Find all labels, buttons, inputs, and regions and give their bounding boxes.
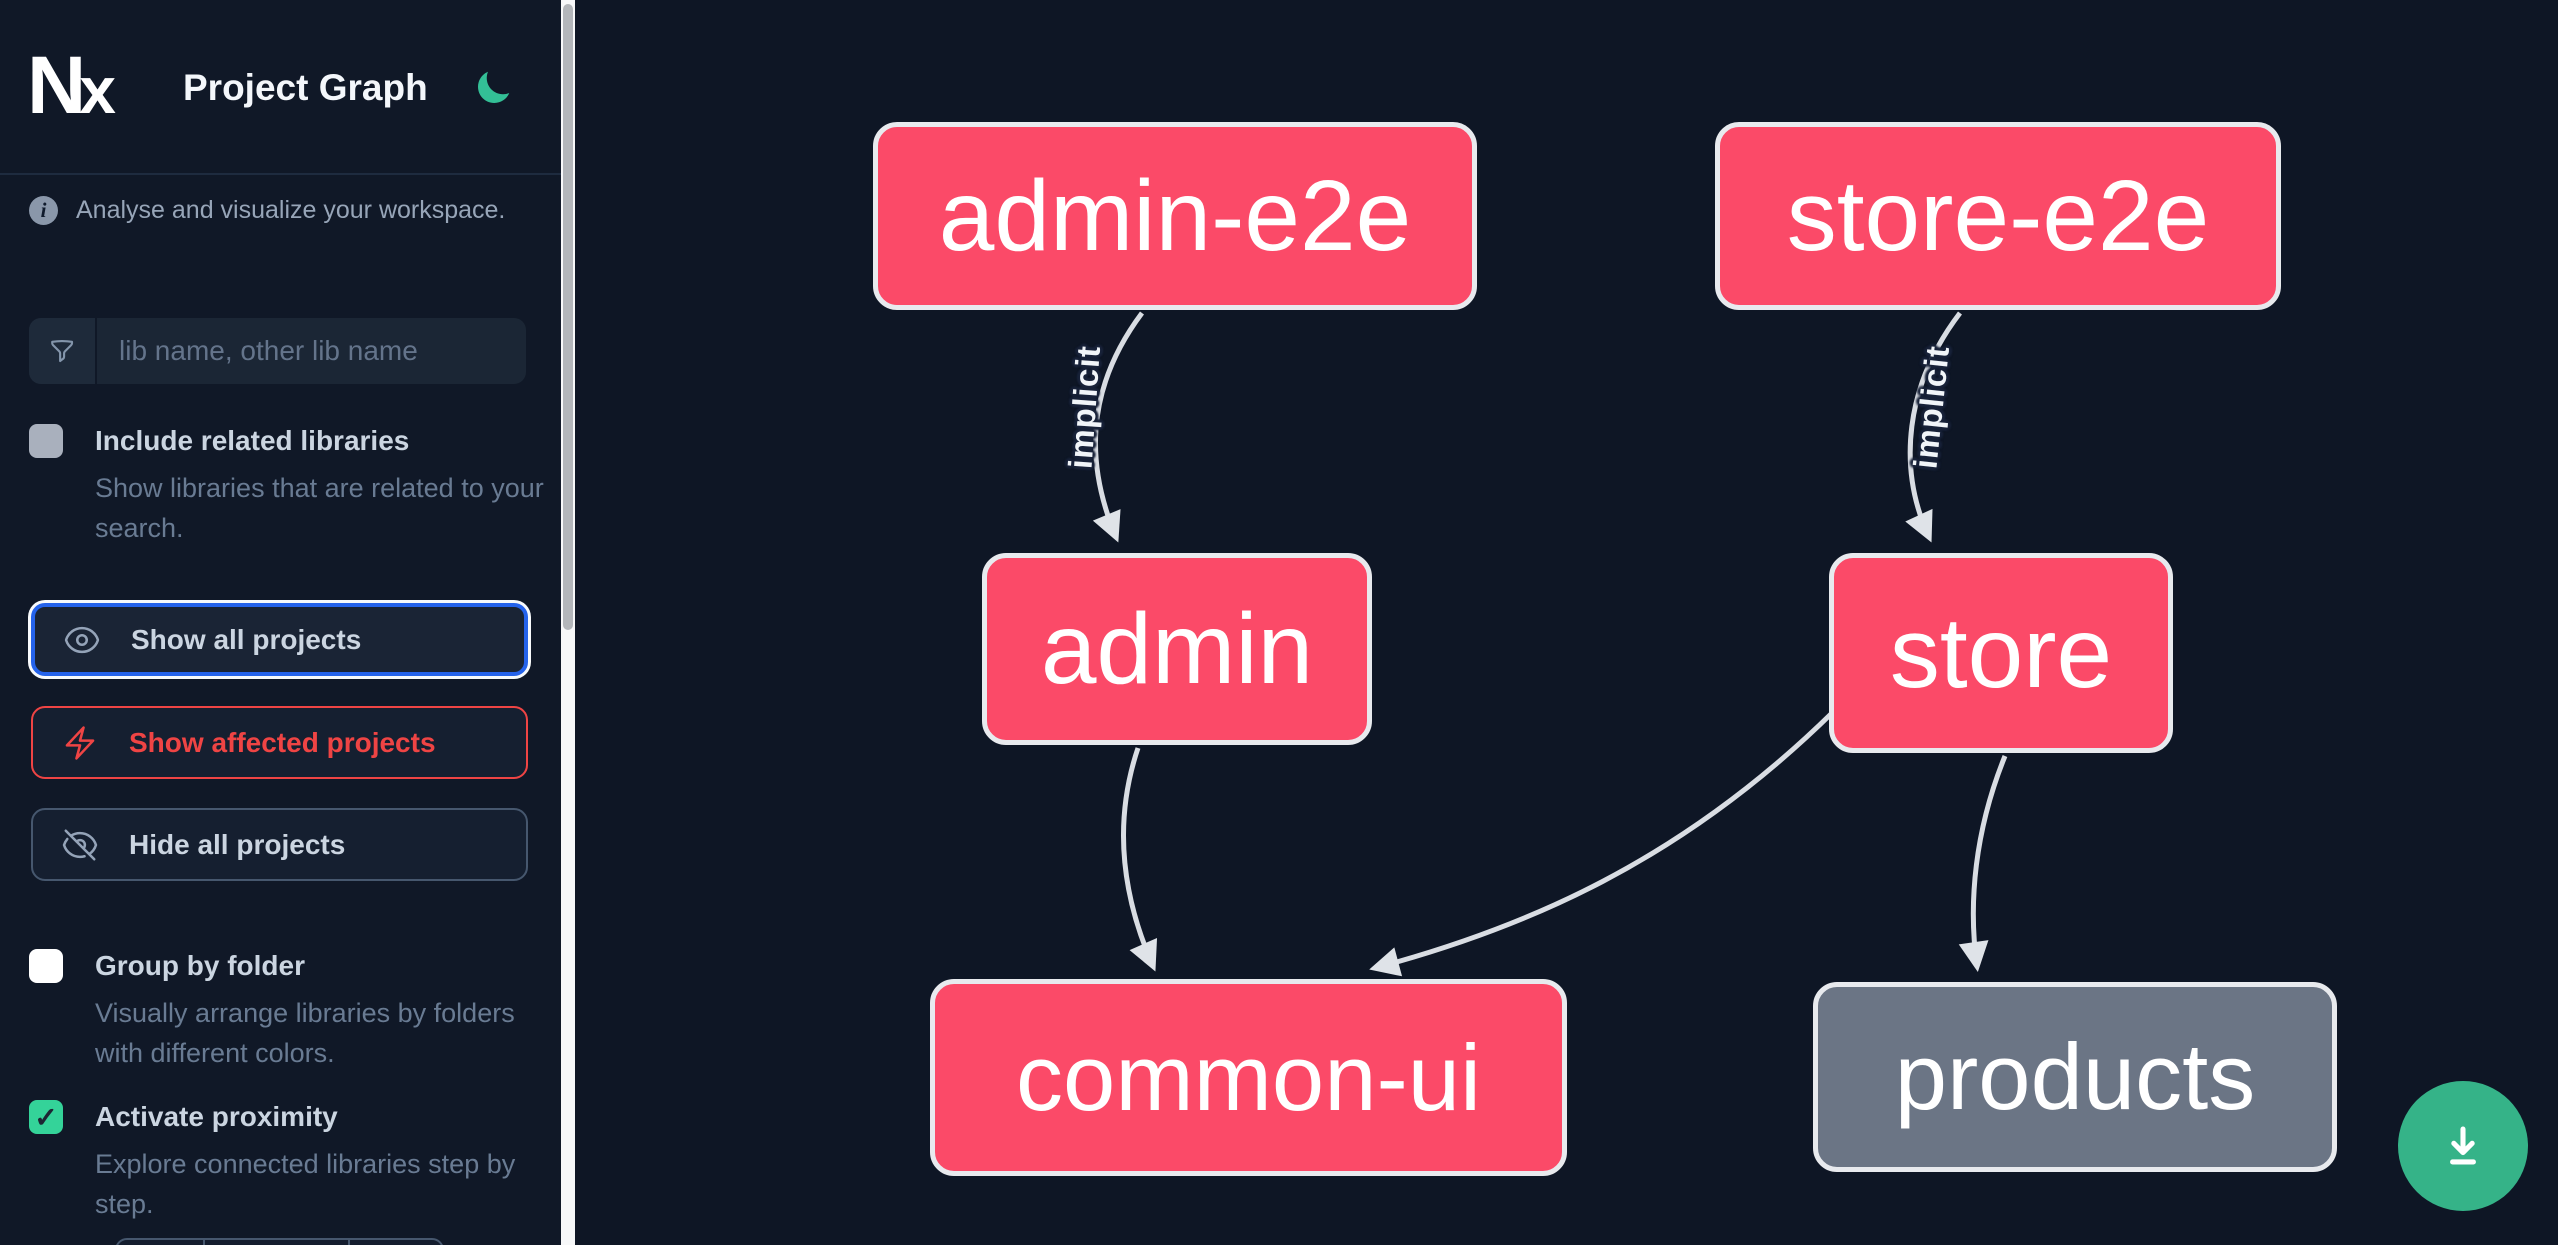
toggle-activate-proximity: Activate proximity Explore connected lib… xyxy=(29,1100,529,1224)
include-related-checkbox[interactable] xyxy=(29,424,63,458)
info-icon: i xyxy=(29,196,58,225)
sidebar-header: Nx Project Graph xyxy=(0,0,561,175)
sidebar: Nx Project Graph i Analyse and visualize… xyxy=(0,0,561,1245)
hide-all-projects-button[interactable]: Hide all projects xyxy=(31,808,528,881)
edge-store-e2e-store xyxy=(1905,311,1962,543)
stepper-value xyxy=(205,1240,350,1245)
edge-store-products xyxy=(1958,755,2008,972)
filter-funnel-icon xyxy=(29,318,97,384)
group-by-folder-description: Visually arrange libraries by folders wi… xyxy=(95,998,515,1068)
dependency-edges xyxy=(1092,311,2008,977)
node-store[interactable]: store xyxy=(1829,553,2173,753)
stepper-increment[interactable] xyxy=(350,1240,442,1245)
include-related-description: Show libraries that are related to your … xyxy=(95,473,544,543)
edge-admin-e2e-admin xyxy=(1092,311,1145,543)
download-icon xyxy=(2450,1126,2476,1165)
show-affected-projects-label: Show affected projects xyxy=(129,726,436,758)
page-title: Project Graph xyxy=(183,67,428,108)
node-store-e2e[interactable]: store-e2e xyxy=(1715,122,2281,310)
node-common-ui[interactable]: common-ui xyxy=(930,979,1567,1176)
group-by-folder-checkbox[interactable] xyxy=(29,949,63,983)
node-admin-e2e[interactable]: admin-e2e xyxy=(873,122,1477,310)
project-graph-canvas[interactable]: admin-e2e store-e2e admin store common-u… xyxy=(575,0,2558,1245)
nx-logo: Nx xyxy=(27,40,116,131)
group-by-folder-label: Group by folder xyxy=(95,950,305,981)
activate-proximity-checkbox[interactable] xyxy=(29,1100,63,1134)
edge-admin-common-ui xyxy=(1120,747,1158,972)
activate-proximity-label: Activate proximity xyxy=(95,1101,338,1132)
node-products[interactable]: products xyxy=(1813,982,2337,1172)
workspace-tagline-row: i Analyse and visualize your workspace. xyxy=(29,196,505,225)
hide-all-projects-label: Hide all projects xyxy=(129,828,346,860)
eye-slash-icon xyxy=(62,828,98,861)
proximity-depth-stepper[interactable] xyxy=(115,1238,444,1245)
node-store-e2e-label: store-e2e xyxy=(1786,159,2210,272)
eye-icon xyxy=(64,626,100,653)
show-all-projects-label: Show all projects xyxy=(131,623,362,655)
node-admin-e2e-label: admin-e2e xyxy=(938,159,1412,272)
toggle-group-by-folder: Group by folder Visually arrange librari… xyxy=(29,949,529,1073)
workspace-tagline: Analyse and visualize your workspace. xyxy=(76,196,506,224)
node-admin[interactable]: admin xyxy=(982,553,1372,745)
sidebar-scrollbar-track[interactable] xyxy=(561,0,575,1245)
toggle-include-related: Include related libraries Show libraries… xyxy=(29,424,544,548)
activate-proximity-description: Explore connected libraries step by step… xyxy=(95,1149,516,1219)
sidebar-scrollbar-thumb[interactable] xyxy=(563,4,573,630)
edge-store-common-ui xyxy=(1369,711,1834,977)
bolt-icon xyxy=(65,725,95,760)
show-all-projects-button[interactable]: Show all projects xyxy=(31,603,528,676)
node-common-ui-label: common-ui xyxy=(1016,1024,1481,1130)
include-related-label: Include related libraries xyxy=(95,425,410,456)
download-image-button[interactable] xyxy=(2398,1081,2528,1211)
show-affected-projects-button[interactable]: Show affected projects xyxy=(31,706,528,779)
search-box xyxy=(29,318,526,384)
node-admin-label: admin xyxy=(1040,592,1314,705)
node-products-label: products xyxy=(1894,1024,2256,1129)
stepper-decrement[interactable] xyxy=(117,1240,205,1245)
node-store-label: store xyxy=(1889,596,2113,709)
search-input[interactable] xyxy=(97,318,526,384)
dark-mode-moon-icon[interactable] xyxy=(473,68,513,108)
